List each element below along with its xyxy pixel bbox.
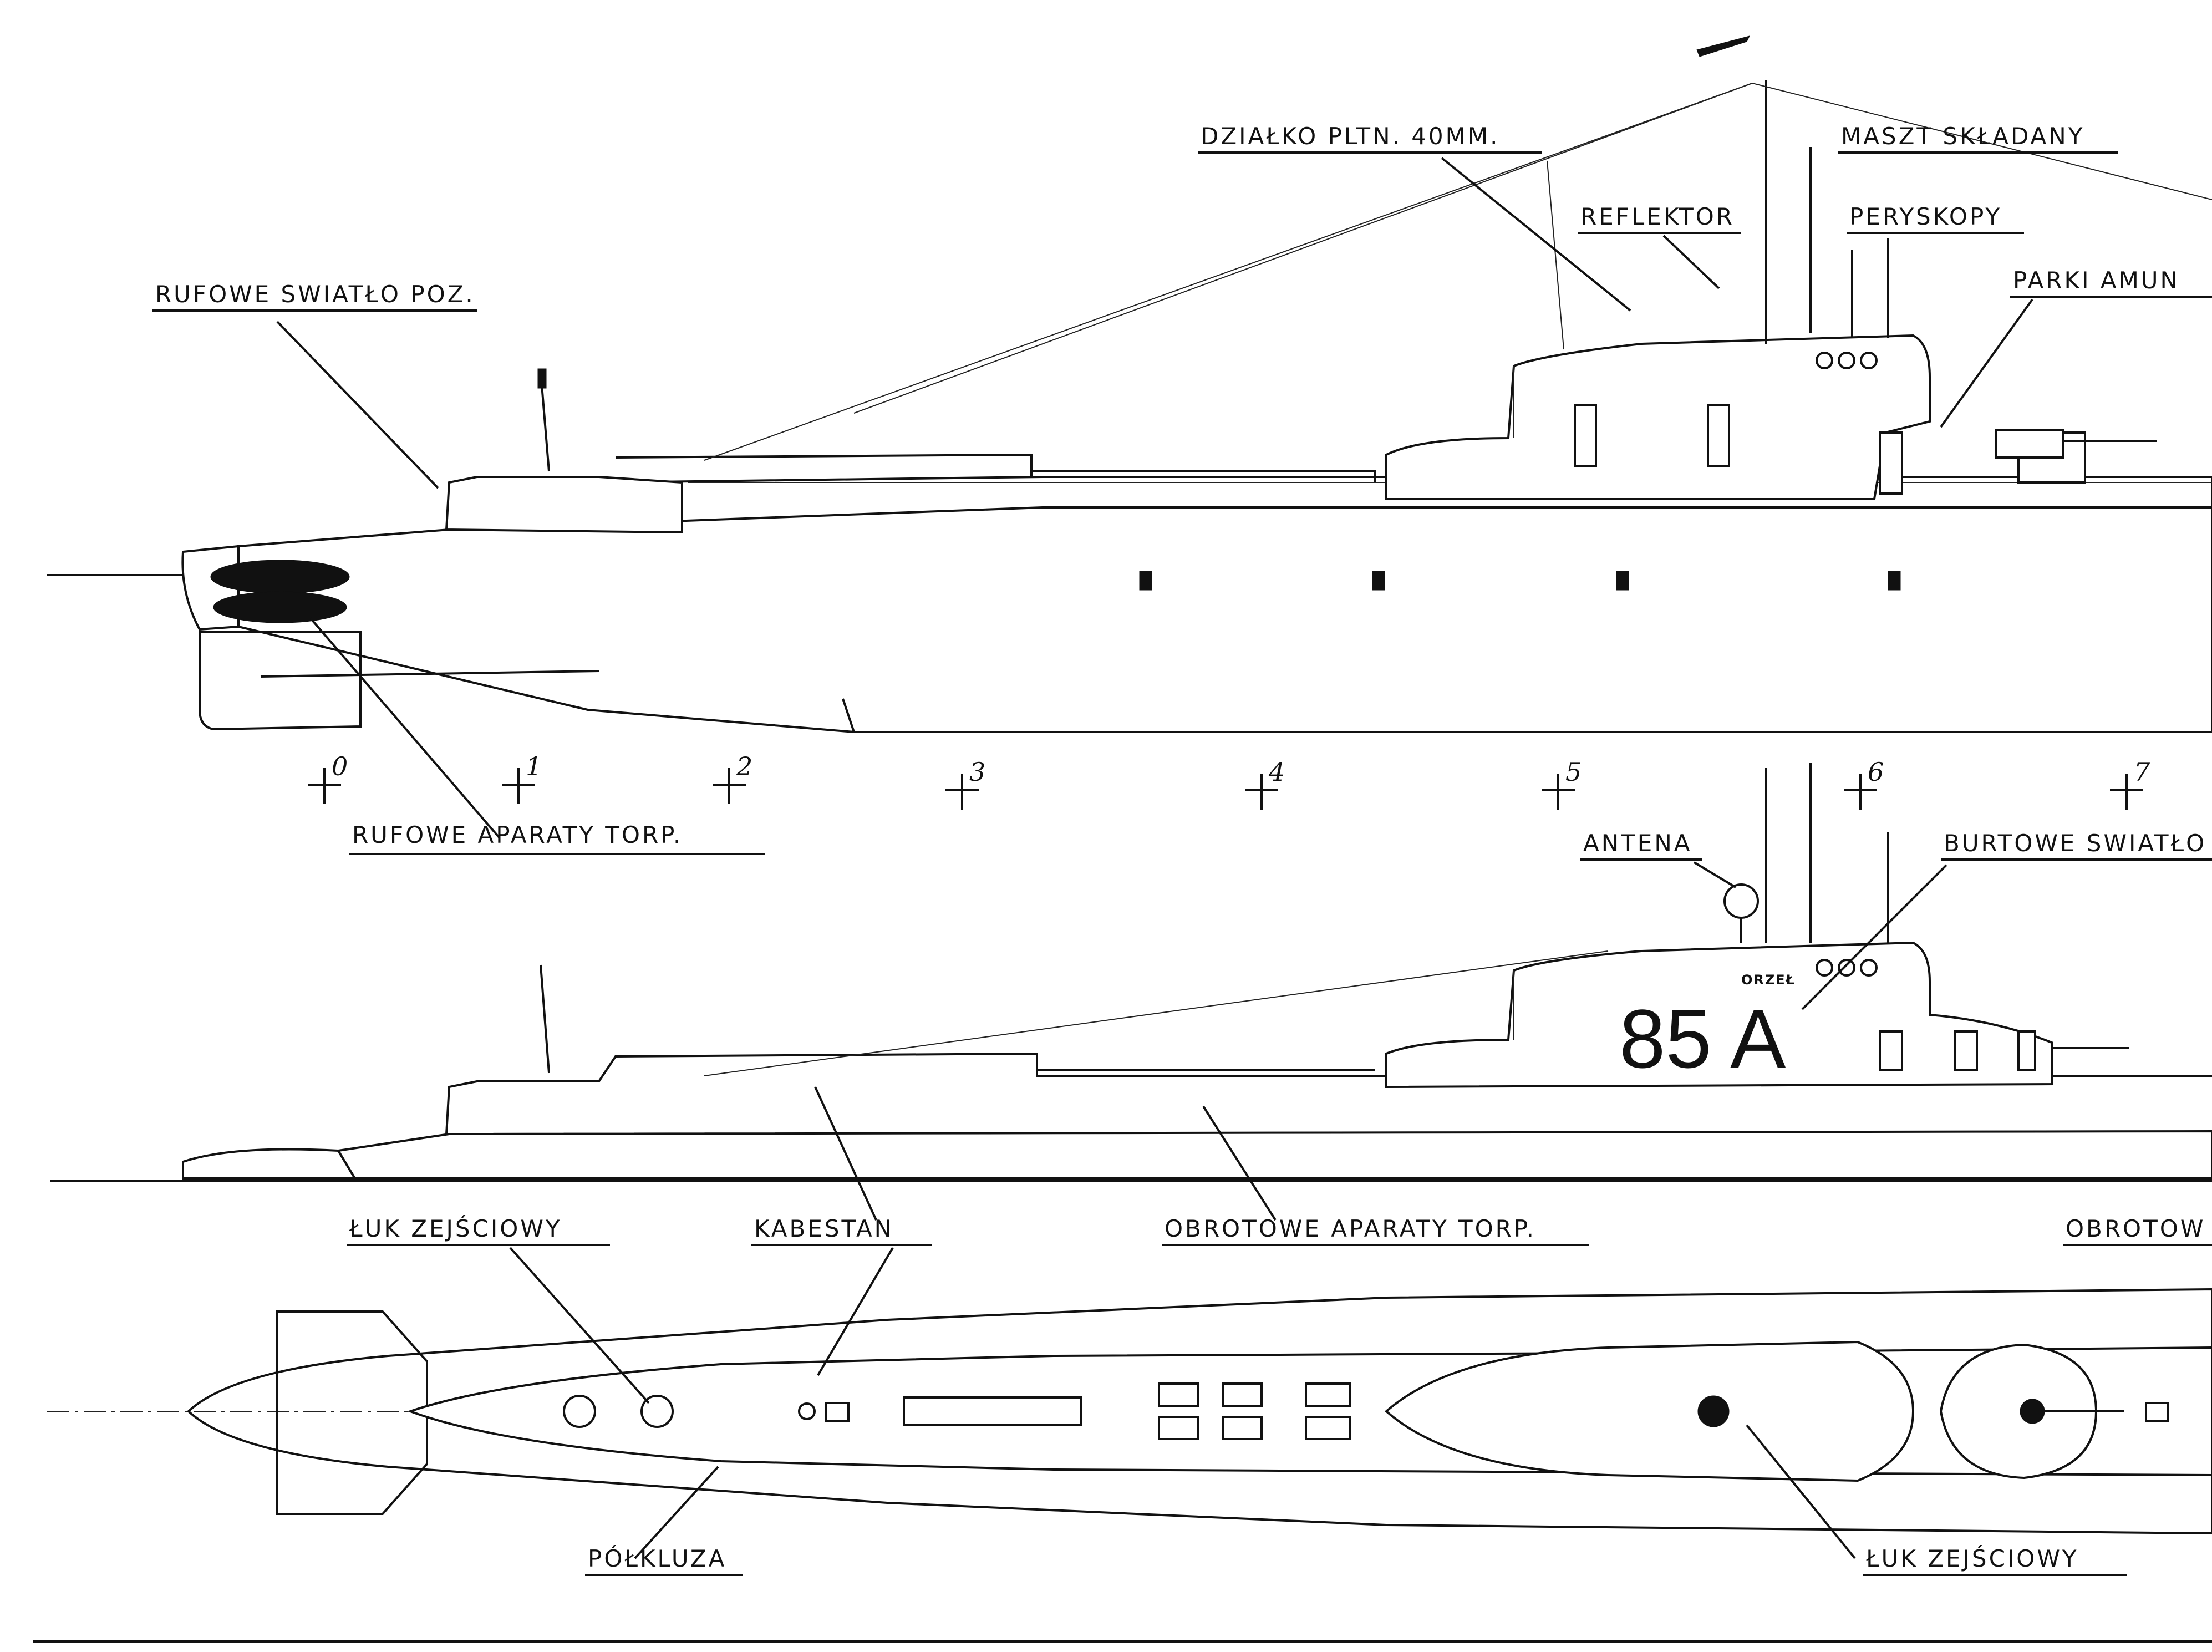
svg-text:1: 1	[526, 751, 542, 781]
frame-marker-6: 6	[1844, 757, 1884, 810]
frame-marker-0: 0	[308, 751, 348, 804]
label-obrotowe-2: OBROTOW	[2066, 1215, 2205, 1242]
side-profile-upper	[47, 35, 2212, 733]
label-rufowe-aparaty: RUFOWE APARATY TORP.	[352, 821, 683, 848]
label-burtowe: BURTOWE SWIATŁO	[1944, 830, 2206, 857]
label-luk-2: ŁUK ZEJŚCIOWY	[1865, 1544, 2079, 1572]
side-profile-lower: 85 A ORZEŁ	[50, 763, 2212, 1182]
label-dzialko: DZIAŁKO PLTN. 40MM.	[1201, 123, 1499, 150]
ship-name: ORZEŁ	[1741, 972, 1796, 988]
frame-marker-2: 2	[713, 751, 752, 804]
label-rufowe-swiatlo: RUFOWE SWIATŁO POZ.	[155, 281, 475, 308]
svg-text:7: 7	[2134, 757, 2150, 787]
svg-text:4: 4	[1268, 757, 1285, 787]
label-maszt: MASZT SKŁADANY	[1841, 123, 2084, 150]
label-obrotowe-1: OBROTOWE APARATY TORP.	[1165, 1215, 1536, 1242]
frame-marker-7: 7	[2110, 757, 2150, 810]
plan-view	[47, 1288, 2212, 1535]
label-reflektor: REFLEKTOR	[1580, 203, 1735, 230]
svg-text:5: 5	[1565, 757, 1582, 787]
label-polkluza: PÓŁKLUZA	[588, 1544, 726, 1572]
hull-number: 85 A	[1619, 992, 1786, 1085]
frame-marker-1: 1	[502, 751, 542, 804]
svg-text:6: 6	[1868, 757, 1884, 787]
svg-text:0: 0	[332, 751, 348, 781]
labels: DZIAŁKO PLTN. 40MM. MASZT SKŁADANY REFLE…	[152, 123, 2212, 1576]
label-kabestan: KABESTAN	[754, 1215, 894, 1242]
label-antena: ANTENA	[1583, 830, 1692, 857]
label-peryskopy: PERYSKOPY	[1849, 203, 2002, 230]
label-luk-1: ŁUK ZEJŚCIOWY	[349, 1214, 562, 1242]
frame-markers: 0 1 2 3 4 5 6 7	[308, 751, 2150, 810]
frame-marker-5: 5	[1542, 757, 1582, 810]
frame-marker-4: 4	[1245, 757, 1285, 810]
label-parki: PARKI AMUN	[2013, 267, 2180, 294]
svg-text:2: 2	[736, 751, 752, 781]
frame-marker-3: 3	[945, 757, 985, 810]
svg-text:3: 3	[969, 757, 985, 787]
